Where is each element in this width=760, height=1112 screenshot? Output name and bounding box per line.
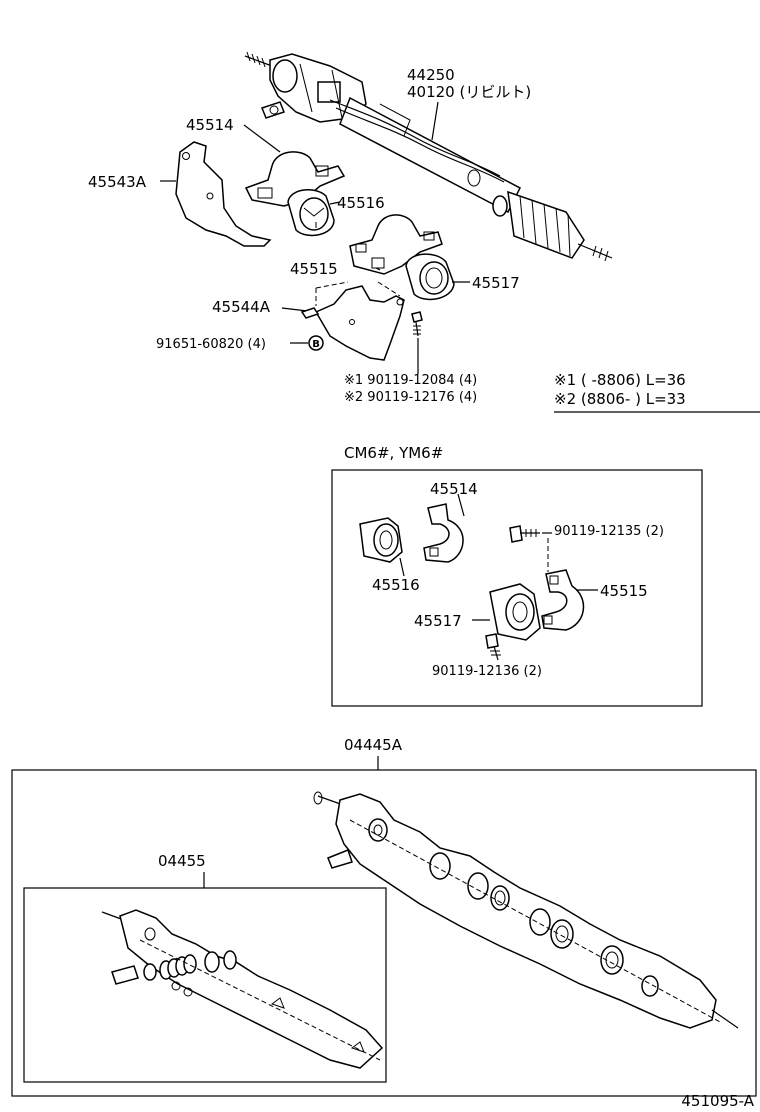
label-91651-60820: 91651-60820 (4)	[156, 337, 266, 352]
legend-row-1: ※1 ( -8806) L=36	[554, 371, 686, 389]
variant-bushing-45517	[472, 583, 541, 641]
label-45543a: 45543A	[88, 173, 147, 191]
variant-label-45516: 45516	[372, 576, 420, 594]
footer-code: 451095-A	[681, 1092, 754, 1110]
variant-bolt-90119-12135	[509, 525, 552, 572]
variant-label-90119-12136: 90119-12136 (2)	[432, 664, 542, 679]
label-45516: 45516	[337, 194, 385, 212]
variant-bushing-45516	[359, 517, 405, 577]
kit-inner-rack-drawing	[101, 909, 384, 1069]
label-44250: 44250	[407, 66, 455, 84]
bracket-45544a	[281, 281, 405, 361]
kit-inner-label: 04455	[158, 852, 206, 870]
kit-inner-box	[23, 887, 387, 1083]
legend-row-2: ※2 (8806- ) L=33	[554, 390, 686, 408]
label-45544a: 45544A	[212, 298, 271, 316]
bushing-45516	[287, 189, 341, 237]
variant-clamp-45515	[541, 569, 598, 631]
label-40120: 40120 (リビルト)	[407, 83, 531, 101]
variant-clamp-45514	[423, 493, 465, 563]
steering-rack-assembly	[244, 51, 613, 262]
kit-outer-box	[11, 769, 757, 1097]
variant-label-90119-12135: 90119-12135 (2)	[554, 524, 664, 539]
label-bolt-90119-12176: ※2 90119-12176 (4)	[344, 390, 477, 405]
variant-box	[331, 469, 703, 707]
callout-b-letter: B	[312, 339, 320, 350]
kit-outer-label: 04445A	[344, 736, 403, 754]
variant-bolt-90119-12136	[485, 633, 501, 661]
label-45515: 45515	[290, 260, 338, 278]
variant-label-45517: 45517	[414, 612, 462, 630]
label-45517: 45517	[472, 274, 520, 292]
label-45514: 45514	[186, 116, 234, 134]
kit-outer-rack-drawing	[313, 791, 739, 1029]
variant-label-45515: 45515	[600, 582, 648, 600]
bracket-45543a	[160, 141, 272, 247]
bushing-45517	[405, 253, 470, 301]
bolt-90119	[411, 311, 423, 374]
callout-b-circle	[308, 335, 324, 351]
label-bolt-90119-12084: ※1 90119-12084 (4)	[344, 373, 477, 388]
variant-label-45514: 45514	[430, 480, 478, 498]
variant-title: CM6#, YM6#	[344, 444, 443, 462]
